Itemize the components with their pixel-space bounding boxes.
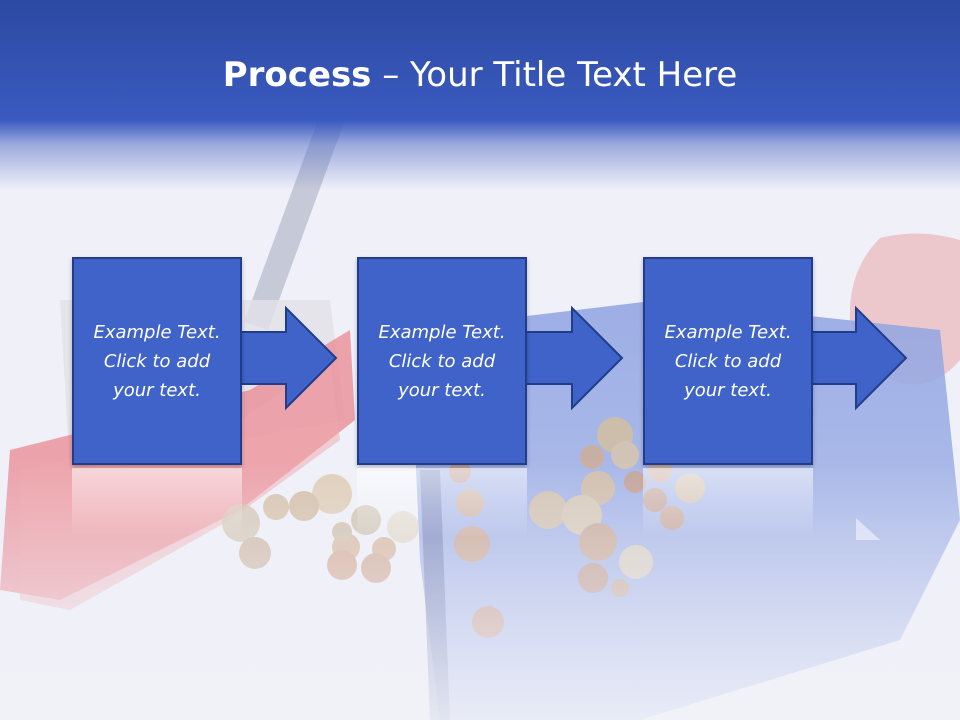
step-arrow-2[interactable] — [516, 300, 628, 418]
step-text-1: Example Text. Click to add your text. — [93, 321, 221, 401]
step-box-1[interactable]: Example Text. Click to add your text. — [72, 257, 242, 465]
slide-title[interactable]: Process – Your Title Text Here — [0, 52, 960, 98]
title-bold-part: Process — [222, 55, 372, 95]
title-rest-part: – Your Title Text Here — [371, 55, 738, 95]
step-box-3[interactable]: Example Text. Click to add your text. — [643, 257, 813, 465]
step-text-2: Example Text. Click to add your text. — [378, 321, 506, 401]
step-arrow-1[interactable] — [230, 300, 342, 418]
step-arrow-3[interactable] — [800, 300, 912, 418]
step-box-2[interactable]: Example Text. Click to add your text. — [357, 257, 527, 465]
title-bar — [0, 0, 960, 190]
step-text-3: Example Text. Click to add your text. — [664, 321, 792, 401]
